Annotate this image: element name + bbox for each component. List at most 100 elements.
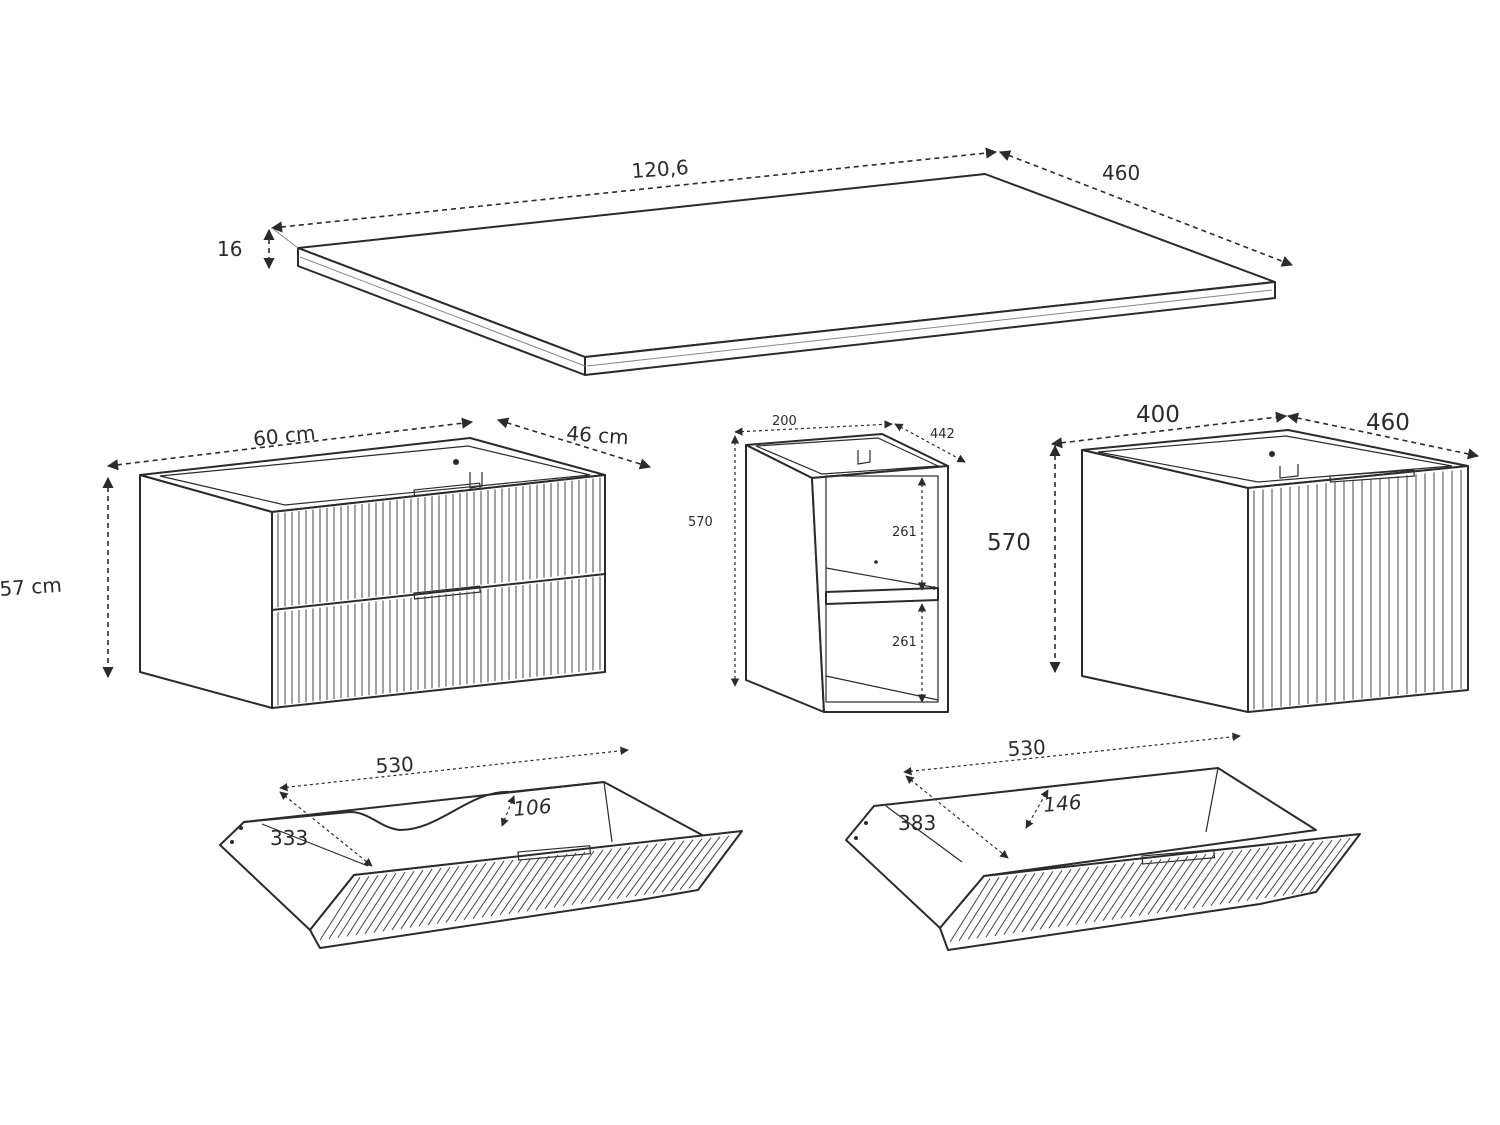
- fluting-line: [1093, 861, 1135, 923]
- fluting-line: [607, 844, 649, 901]
- vanity-one-drawer-width-label: 400: [1136, 402, 1180, 428]
- fluting-line: [517, 854, 559, 913]
- fluting-line: [958, 877, 1000, 942]
- vanity-two-drawer-depth-label: 46 cm: [566, 421, 630, 449]
- fluting-line: [670, 837, 712, 892]
- fluting-line: [1003, 872, 1045, 935]
- vanity-one-drawer-drawing: [1081, 429, 1469, 713]
- fluting-line: [526, 853, 568, 912]
- fluting-line: [643, 840, 685, 896]
- fluting-line: [1282, 840, 1324, 896]
- fluting-line: [373, 870, 415, 933]
- fluting-line: [427, 864, 469, 926]
- fluting-line: [598, 845, 640, 902]
- fluting-line: [409, 866, 451, 928]
- countertop-length-label: 120,6: [631, 155, 690, 183]
- fluting-line: [481, 858, 523, 918]
- fluting-line: [355, 872, 397, 936]
- fluting-line: [1147, 855, 1189, 915]
- fluting-line: [1210, 848, 1252, 906]
- fluting-line: [499, 856, 541, 916]
- fluting-line: [544, 851, 586, 909]
- fluting-line: [1129, 857, 1171, 918]
- fluting-line: [1264, 842, 1306, 899]
- vanity-two-drawer-fluting: [277, 477, 601, 706]
- fluting-line: [1255, 843, 1297, 900]
- fluting-line: [1237, 845, 1279, 903]
- fluting-line: [1309, 837, 1351, 893]
- fluting-line: [463, 860, 505, 921]
- fluting-line: [1228, 846, 1270, 904]
- fluting-line: [1273, 841, 1315, 898]
- vanity-two-drawer-drawing: [139, 437, 606, 709]
- shelf-unit-drawing: [745, 433, 949, 713]
- fluting-line: [1102, 860, 1144, 922]
- fluting-line: [1021, 869, 1063, 933]
- drawer-left-length-label: 530: [375, 752, 414, 778]
- fluting-line: [391, 868, 433, 931]
- drawer-left-width-label: 333: [270, 826, 308, 850]
- fluting-line: [400, 867, 442, 930]
- drawer-left-fluting: [319, 835, 730, 941]
- fluting-line: [580, 847, 622, 904]
- fluting-line: [985, 874, 1027, 938]
- fluting-line: [1111, 859, 1153, 920]
- drawer-right-width-label: 383: [898, 811, 936, 835]
- fluting-line: [490, 857, 532, 917]
- fluting-line: [1075, 863, 1117, 925]
- fluting-line: [634, 841, 676, 897]
- fluting-line: [445, 862, 487, 923]
- fluting-line: [625, 842, 667, 898]
- fluting-line: [1066, 864, 1108, 927]
- fluting-line: [337, 875, 379, 938]
- fluting-line: [535, 852, 577, 911]
- fluting-line: [328, 876, 370, 940]
- fluting-line: [571, 848, 613, 906]
- fluting-line: [1156, 854, 1198, 914]
- fluting-line: [1039, 867, 1081, 930]
- fluting-line: [1291, 839, 1333, 895]
- fluting-line: [562, 849, 604, 907]
- drawer-left-drawing: [219, 781, 743, 949]
- fluting-line: [994, 873, 1036, 937]
- shelf-unit-depth-label: 442: [930, 427, 955, 442]
- shelf-unit-upper-shelf-label: 261: [892, 525, 917, 540]
- drawer-right-fluting: [949, 837, 1351, 943]
- fluting-line: [553, 850, 595, 908]
- fluting-line: [967, 876, 1009, 940]
- countertop-thickness-label: 16: [217, 237, 242, 261]
- fluting-line: [688, 835, 730, 889]
- fluting-line: [319, 877, 361, 941]
- vanity-two-drawer-width-label: 60 cm: [252, 421, 316, 451]
- fluting-line: [661, 838, 703, 893]
- shelf-unit-height-label: 570: [688, 515, 713, 530]
- fluting-line: [418, 865, 460, 927]
- drawer-right-drawing: [845, 767, 1361, 951]
- fluting-line: [1201, 849, 1243, 908]
- vanity-one-drawer-depth-label: 460: [1366, 410, 1410, 436]
- vanity-one-drawer-height-label: 570: [987, 530, 1031, 556]
- fluting-line: [1165, 853, 1207, 913]
- fluting-line: [1120, 858, 1162, 919]
- fluting-line: [382, 869, 424, 932]
- fluting-line: [436, 863, 478, 925]
- fluting-line: [949, 878, 991, 943]
- fluting-line: [1246, 844, 1288, 901]
- fluting-line: [589, 846, 631, 903]
- countertop-drawing: [263, 147, 1294, 376]
- fluting-line: [346, 874, 388, 937]
- fluting-line: [1183, 851, 1225, 910]
- shelf-unit-lower-shelf-label: 261: [892, 635, 917, 650]
- fluting-line: [364, 871, 406, 935]
- fluting-line: [1012, 871, 1054, 934]
- fluting-line: [679, 836, 721, 891]
- fluting-line: [976, 875, 1018, 939]
- fluting-line: [1084, 862, 1126, 924]
- drawer-left-height-label: 106: [512, 794, 552, 821]
- fluting-line: [1300, 838, 1342, 894]
- fluting-line: [1030, 868, 1072, 932]
- shelf-unit-width-label: 200: [772, 414, 797, 429]
- fluting-line: [1174, 852, 1216, 911]
